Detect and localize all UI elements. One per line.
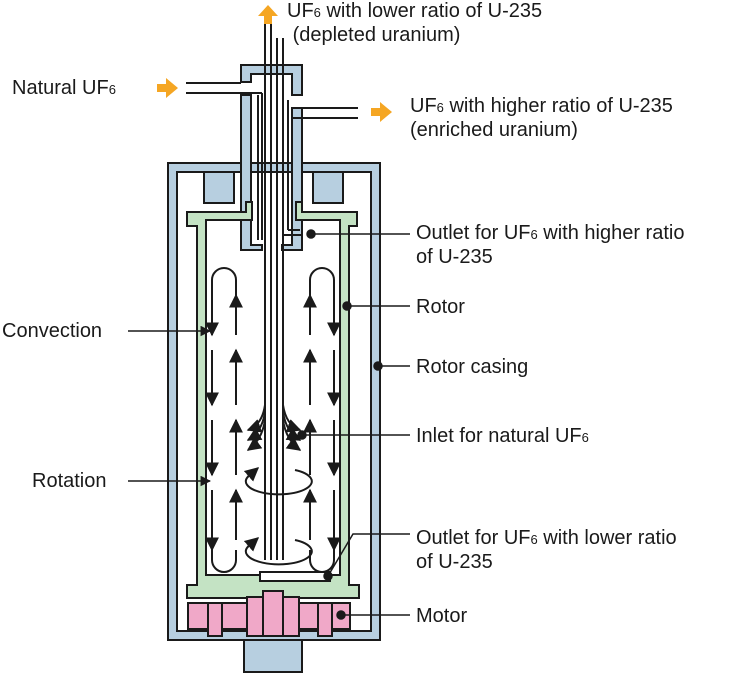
rotor-casing [167,162,381,673]
leaders [128,229,410,620]
enriched-out-arrow-icon [371,102,392,122]
rotor [186,201,360,599]
natural-in-arrow-icon [157,78,178,98]
convection-flow-right [303,267,341,573]
enriched-flow-label: UF6 with higher ratio of U-235 (enriched… [410,95,673,141]
scoop-tubes [257,15,331,582]
motor-label: Motor [416,605,468,627]
depleted-out-arrow-icon [258,5,278,24]
rotation-label: Rotation [32,470,107,492]
depleted-flow-label: UF6 with lower ratio of U-235 (depleted … [287,0,543,46]
convection-label: Convection [2,320,103,342]
rotor-casing-label: Rotor casing [416,356,529,378]
rotor-label: Rotor [416,296,465,318]
natural-flow-label: Natural UF6 [12,77,116,99]
pipes [186,82,358,240]
convection-flow-left [205,267,243,573]
outlet-lower-label: Outlet for UF6 with lower ratio of U-235 [416,527,677,573]
rotation-loops [243,467,313,566]
motor [187,590,351,637]
outlet-higher-label: Outlet for UF6 with higher ratio of U-23… [416,222,685,268]
flow-arrows [157,5,392,122]
inlet-natural-label: Inlet for natural UF6 [416,425,589,447]
inlet-spray [246,404,302,451]
